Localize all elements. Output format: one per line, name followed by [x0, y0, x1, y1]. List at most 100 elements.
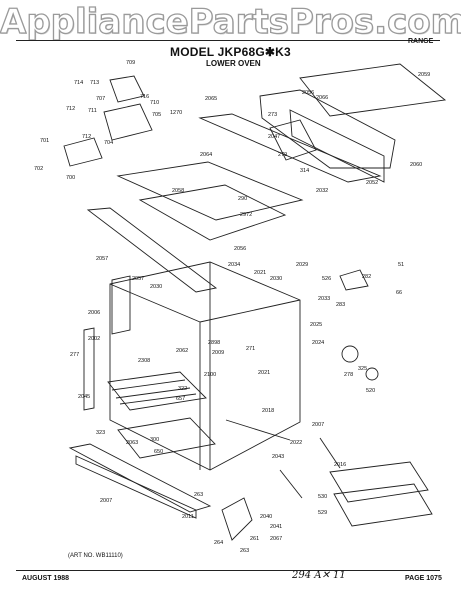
part-label: 701: [40, 138, 50, 144]
door-hinge: [221, 497, 253, 541]
part-label: 700: [66, 175, 76, 181]
part-label: 714: [74, 80, 84, 86]
footer-rule: [16, 570, 440, 571]
part-label: 264: [214, 540, 224, 546]
part-label: 2006: [88, 310, 101, 316]
part-label: 526: [322, 276, 332, 282]
part-label: 707: [96, 96, 106, 102]
part-label: 2041: [270, 524, 283, 530]
broiler-pan: [329, 461, 429, 503]
part-label: 277: [70, 352, 80, 358]
part-label: 283: [336, 302, 346, 308]
part-label: 2898: [208, 340, 221, 346]
part-label: 51: [398, 262, 405, 268]
part-label: 2057: [132, 276, 145, 282]
part-label: 705: [152, 112, 162, 118]
part-label: 710: [150, 100, 160, 106]
part-label: 2022: [290, 440, 303, 446]
part-label: 2100: [204, 372, 217, 378]
part-label: 263: [240, 548, 250, 554]
part-label: 2007: [100, 498, 113, 504]
part-label: 2066: [316, 95, 329, 101]
part-label: 2056: [234, 246, 247, 252]
footer-date: AUGUST 1988: [22, 575, 70, 582]
part-label: 2056: [302, 90, 315, 96]
handwritten-note: 294 A✕ 11: [292, 570, 346, 581]
part-label: 530: [318, 494, 328, 500]
part-label: 2032: [316, 188, 329, 194]
part-label: 2030: [270, 276, 283, 282]
part-label: 2002: [88, 336, 101, 342]
part-label: 713: [90, 80, 100, 86]
light-socket: [341, 345, 359, 363]
part-label: 290: [238, 196, 248, 202]
switch-assembly: [109, 75, 145, 103]
part-label: 273: [268, 112, 278, 118]
part-label: 323: [96, 430, 106, 436]
part-label: 716: [140, 94, 150, 100]
part-label: 2308: [138, 358, 151, 364]
part-label: 520: [366, 388, 376, 394]
part-label: 704: [104, 140, 114, 146]
part-label: 2009: [212, 350, 225, 356]
part-label: 2052: [366, 180, 379, 186]
rear-panel: [259, 89, 396, 169]
part-label: 2011: [182, 514, 194, 520]
section-title: LOWER OVEN: [206, 59, 261, 68]
part-label: 2018: [262, 408, 275, 414]
part-label: 2040: [260, 514, 273, 520]
part-label: 314: [300, 168, 310, 174]
part-label: 711: [88, 108, 97, 114]
part-label: 322: [178, 386, 188, 392]
part-label: 2064: [200, 152, 213, 158]
part-label: 2065: [205, 96, 218, 102]
part-label: 300: [150, 437, 160, 443]
top-panel: [299, 63, 447, 117]
part-label: 278: [344, 372, 354, 378]
category-label: RANGE: [408, 38, 434, 45]
part-label: 529: [318, 510, 328, 516]
part-label: 2016: [334, 462, 347, 468]
part-label: 2058: [172, 188, 185, 194]
top-strip: [198, 113, 382, 183]
part-label: 2021: [258, 370, 271, 376]
part-label: 282: [362, 274, 372, 280]
part-label: 2025: [310, 322, 323, 328]
part-label: 702: [34, 166, 44, 172]
part-label: 261: [250, 536, 260, 542]
part-label: 2033: [318, 296, 331, 302]
watermark: AppliancePartsPros.com: [0, 1, 461, 42]
part-label: 2062: [176, 348, 189, 354]
part-label: 2059: [418, 72, 431, 78]
part-label: 2043: [272, 454, 285, 460]
oven-rack: [107, 371, 207, 411]
part-label: 271: [246, 346, 256, 352]
oven-top: [116, 161, 304, 221]
oven-cavity: [109, 261, 301, 471]
part-label: 712: [66, 106, 76, 112]
part-label: 2057: [96, 256, 109, 262]
part-label: 650: [154, 449, 164, 455]
part-label: 2045: [78, 394, 91, 400]
part-label: 279: [278, 152, 288, 158]
part-label: 2972: [240, 212, 253, 218]
part-label: 657: [176, 396, 186, 402]
part-label: 1270: [170, 110, 183, 116]
part-label: 2021: [254, 270, 267, 276]
header-rule: [16, 40, 440, 41]
part-label: 263: [194, 492, 204, 498]
side-panel: [83, 327, 95, 411]
art-number: (ART NO. WB11110): [68, 553, 123, 559]
part-label: 325: [358, 366, 368, 372]
part-label: 2029: [296, 262, 309, 268]
part-label: 712: [82, 134, 92, 140]
part-label: 2034: [228, 262, 241, 268]
footer-page: PAGE 1075: [405, 575, 442, 582]
part-label: 2030: [150, 284, 163, 290]
part-label: 2063: [126, 440, 139, 446]
part-label: 2067: [270, 536, 283, 542]
model-title: MODEL JKP68G✱K3: [170, 45, 291, 59]
part-label: 2007: [312, 422, 325, 428]
